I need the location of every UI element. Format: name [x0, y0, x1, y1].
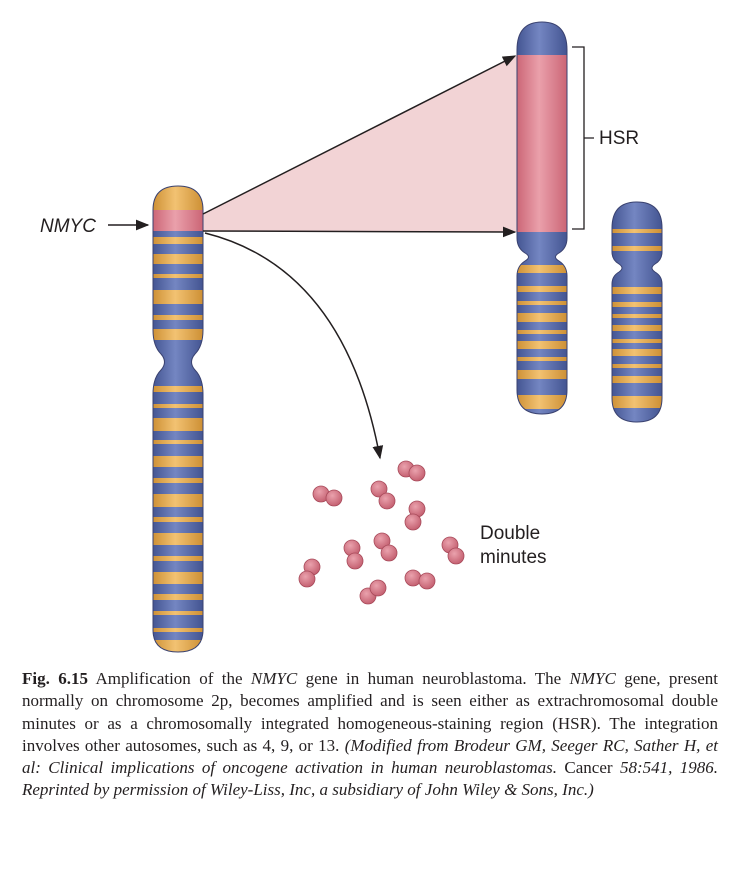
caption-text-4: Cancer	[557, 758, 620, 778]
amplification-diagram: NMYC HSR Double minutes	[40, 21, 663, 653]
double-minutes-label-line2: minutes	[480, 547, 547, 568]
chromosome-2	[153, 186, 203, 652]
hsr-bracket	[572, 46, 594, 230]
nmyc-label: NMYC	[40, 216, 96, 237]
figure-caption: Fig. 6.15 Amplification of the NMYC gene…	[22, 668, 718, 802]
caption-gene-2: NMYC	[569, 669, 616, 688]
caption-gene-1: NMYC	[250, 669, 298, 688]
hsr-region	[517, 55, 567, 232]
double-minutes-label-line1: Double	[480, 523, 540, 544]
amplification-fan	[203, 55, 517, 232]
chromosome-with-hsr	[517, 22, 567, 414]
amplification-arrow-bottom	[202, 226, 517, 238]
caption-credit-2: 58:541, 1986. Reprinted by permission of…	[22, 758, 718, 800]
caption-text-1: Amplification of the	[88, 669, 251, 688]
figure-number: Fig. 6.15	[22, 669, 88, 688]
caption-text-2: gene in human neuroblastoma. The	[297, 669, 570, 688]
double-minutes	[298, 460, 465, 605]
caption-credit-1: (Modified from Brodeur GM, Seeger RC, Sa…	[22, 735, 718, 778]
amplification-arrow-top	[202, 55, 517, 215]
double-minutes-arrow	[204, 232, 384, 460]
caption-text-3: gene, present normally on chromosome 2p,…	[22, 669, 719, 755]
nmyc-band	[153, 186, 203, 210]
normal-chromosome	[612, 202, 662, 422]
hsr-label: HSR	[599, 128, 639, 149]
